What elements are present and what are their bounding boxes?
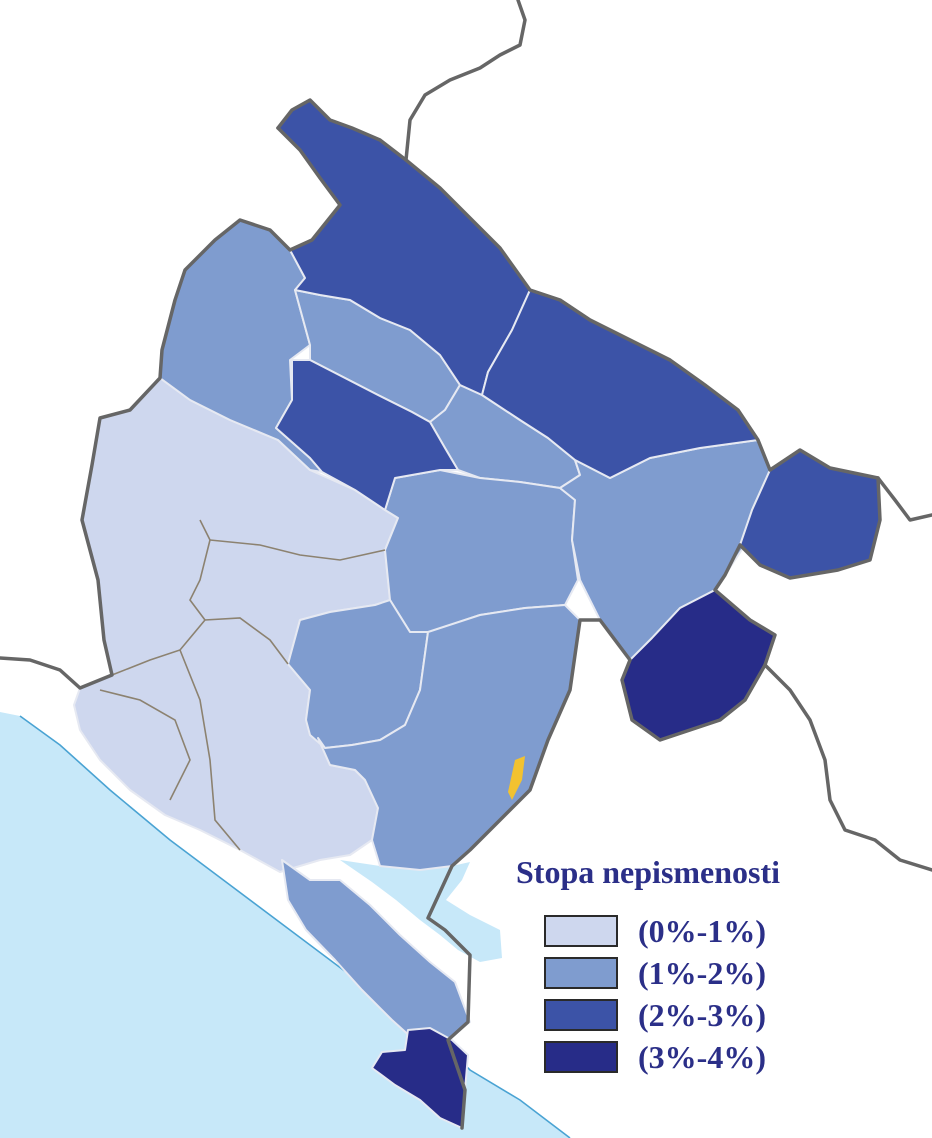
legend-swatch: [544, 915, 618, 947]
region-darkest-south-coast: [371, 1027, 469, 1129]
municipal-boundary: [189, 519, 211, 621]
legend-label: (0%-1%): [638, 912, 766, 949]
legend-swatch: [544, 999, 618, 1031]
highlight-strip: [508, 756, 525, 800]
legend-item: (1%-2%): [544, 952, 846, 994]
legend-title: Stopa nepismenosti: [516, 854, 781, 890]
legend-item: (3%-4%): [544, 1036, 846, 1078]
legend-label: (3%-4%): [638, 1038, 766, 1075]
legend: Stopa nepismenosti (0%-1%) (1%-2%) (2%-3…: [516, 852, 846, 1078]
legend-item: (2%-3%): [544, 994, 846, 1036]
bay-water: [340, 860, 502, 962]
municipal-boundary: [179, 649, 241, 851]
legend-label: (2%-3%): [638, 996, 766, 1033]
neighbor-border: [876, 476, 932, 522]
national-border: [0, 126, 342, 690]
legend-item: (0%-1%): [544, 910, 846, 952]
neighbor-border: [404, 0, 527, 162]
legend-label: (1%-2%): [638, 954, 766, 991]
municipal-boundary: [209, 539, 386, 561]
municipal-boundary: [99, 689, 191, 801]
legend-swatch: [544, 1041, 618, 1073]
national-border: [276, 98, 882, 1130]
neighbor-border: [763, 663, 932, 872]
legend-swatch: [544, 957, 618, 989]
region-dark-west-central: [275, 359, 459, 511]
coastline: [19, 715, 571, 1138]
